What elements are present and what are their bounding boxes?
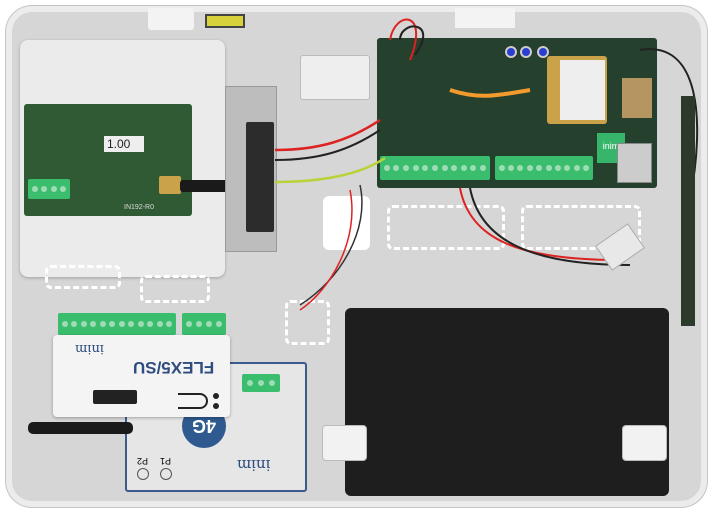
red-wire bbox=[274, 118, 381, 152]
level-indicator bbox=[205, 14, 245, 28]
yellow-green-wire bbox=[274, 156, 386, 184]
terminal-block bbox=[58, 313, 176, 335]
terminal-block bbox=[28, 179, 70, 199]
red-wire bbox=[299, 189, 353, 311]
battery-clip bbox=[622, 425, 667, 461]
inim-logo: inim bbox=[237, 456, 271, 474]
board-code: IN192-R0 bbox=[124, 204, 154, 211]
power-terminal bbox=[246, 122, 274, 232]
terminal-block bbox=[182, 313, 226, 335]
version-label: 1.00 bbox=[104, 136, 144, 152]
black-wire bbox=[399, 25, 425, 56]
antenna bbox=[28, 422, 133, 434]
knockout-outline bbox=[521, 205, 641, 250]
fuse-holder bbox=[300, 55, 370, 100]
battery bbox=[345, 308, 669, 496]
led bbox=[213, 403, 219, 409]
jumper[interactable] bbox=[178, 393, 208, 409]
chip bbox=[622, 78, 652, 118]
flex5-su-module: inim FLEX5/SU bbox=[53, 335, 230, 417]
red-wire bbox=[459, 187, 621, 261]
port-label-p1: P1 bbox=[160, 456, 172, 466]
port-p2[interactable] bbox=[137, 468, 149, 480]
knockout-outline bbox=[285, 300, 330, 345]
knockout-outline bbox=[387, 205, 505, 250]
communicator-board: 1.00 IN192-R0 bbox=[24, 104, 192, 216]
antenna-connector bbox=[159, 176, 181, 194]
black-wire bbox=[299, 184, 363, 306]
port-p1[interactable] bbox=[160, 468, 172, 480]
button[interactable] bbox=[505, 46, 517, 58]
module-label bbox=[560, 60, 605, 120]
button[interactable] bbox=[520, 46, 532, 58]
model-label: FLEX5/SU bbox=[133, 358, 215, 377]
black-wire bbox=[274, 129, 381, 161]
main-control-board: inim bbox=[377, 38, 657, 188]
port-label-p2: P2 bbox=[137, 456, 149, 466]
top-tab bbox=[455, 8, 515, 28]
terminal-block bbox=[380, 156, 490, 180]
knockout-outline bbox=[140, 275, 210, 303]
tamper-board bbox=[681, 96, 695, 326]
battery-clip bbox=[322, 425, 367, 461]
ethernet-port[interactable] bbox=[617, 143, 652, 183]
black-wire bbox=[469, 187, 631, 266]
red-wire bbox=[389, 18, 417, 61]
button[interactable] bbox=[537, 46, 549, 58]
led bbox=[213, 393, 219, 399]
top-tab bbox=[148, 8, 194, 30]
inim-logo: inim bbox=[75, 341, 105, 356]
terminal-block bbox=[495, 156, 593, 180]
knockout-outline bbox=[45, 265, 121, 289]
terminal-block bbox=[242, 374, 280, 392]
antenna-pigtail bbox=[449, 88, 531, 98]
dip-switch[interactable] bbox=[93, 390, 137, 404]
